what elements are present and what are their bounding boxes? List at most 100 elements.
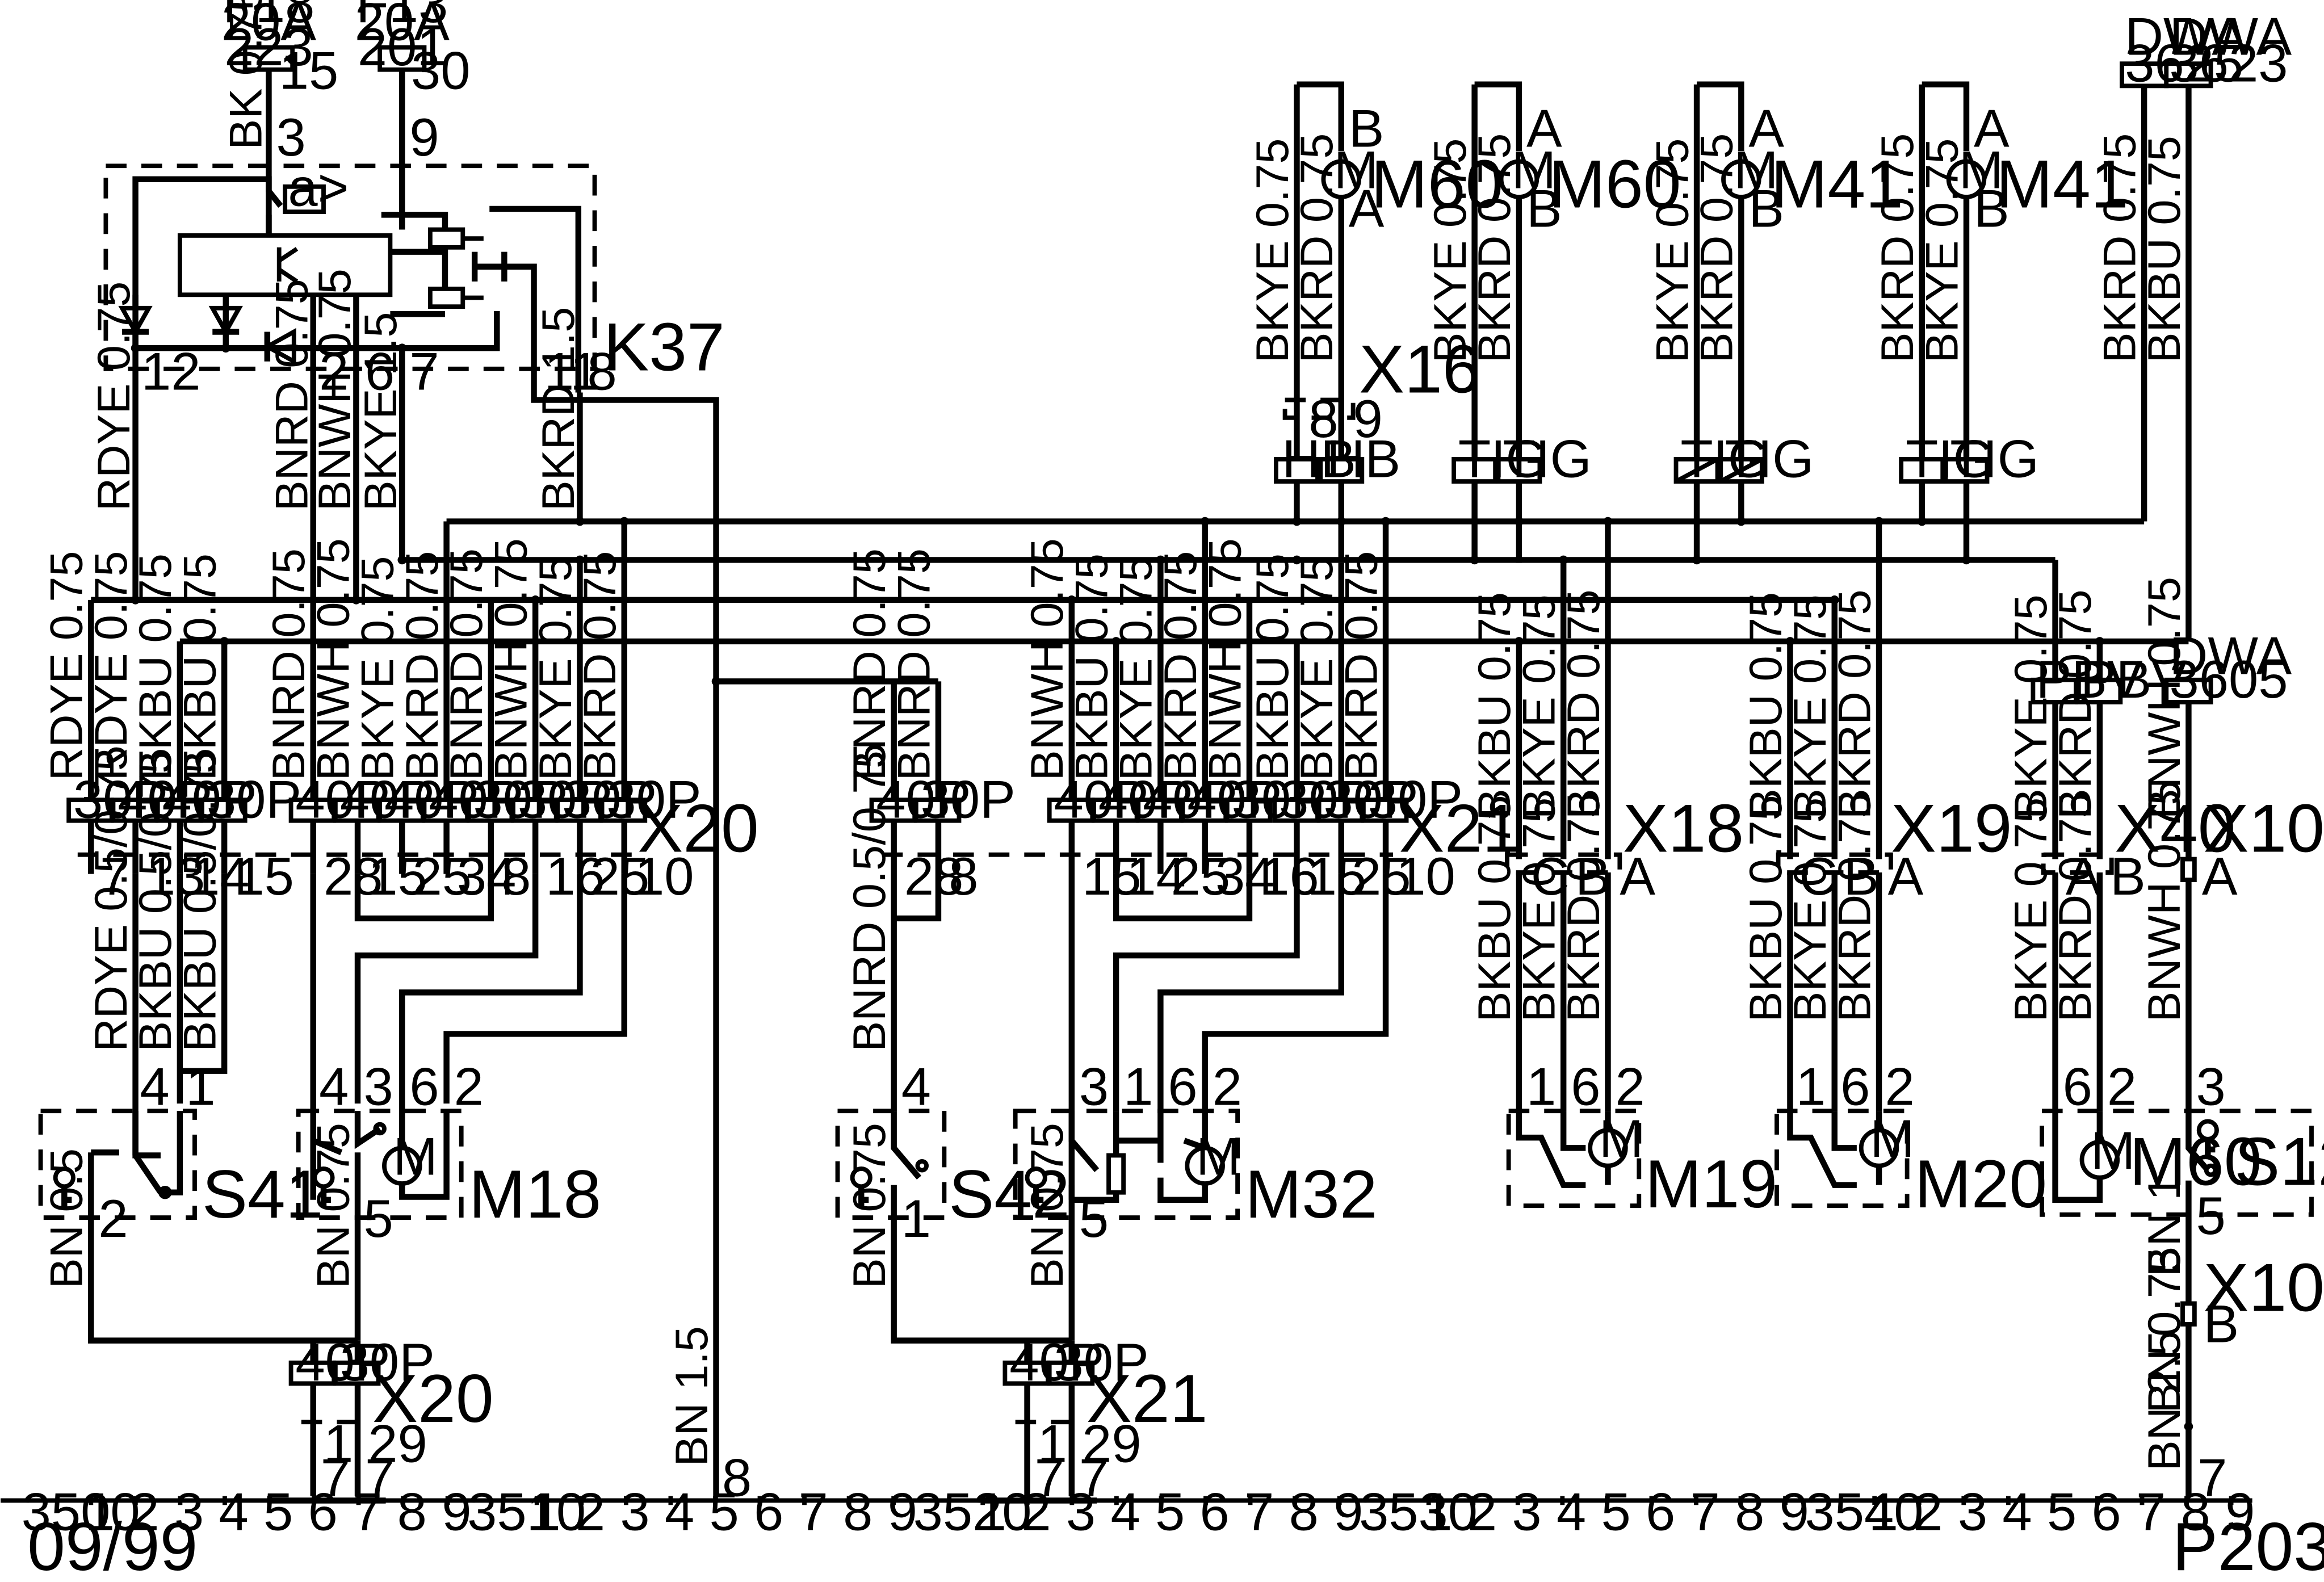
conn-type: 40P <box>1098 769 1193 829</box>
wire-label: BKYE 0.75 <box>1247 139 1298 363</box>
pin: B <box>2110 846 2146 906</box>
conn-type: 30P <box>606 769 701 829</box>
pin: 15 <box>234 846 293 906</box>
wire-label: BKBU 0.75 <box>174 553 225 780</box>
fuse-f18-name: F18 <box>223 0 315 33</box>
pin: 7 <box>365 1448 395 1508</box>
ruler-digit: 8 <box>2181 1482 2210 1542</box>
wire-label: BKBU 0.75 <box>1469 592 1520 819</box>
conn-type: 40P <box>295 769 390 829</box>
pin: 4 <box>901 1057 931 1117</box>
motor-name: M41 <box>1771 146 1903 222</box>
wire <box>2141 86 2192 641</box>
component-name: M18 <box>469 1156 601 1232</box>
connector-name: X19 <box>1891 790 2012 866</box>
pin: 1 <box>1526 1057 1556 1117</box>
fuse-f18-pin: 15 <box>279 41 338 100</box>
pin: 10 <box>635 846 694 906</box>
ruler-digit: 4 <box>1557 1482 1586 1542</box>
relay-coil <box>427 227 465 250</box>
motor-symbol: M <box>1512 140 1556 199</box>
pin: 8 <box>501 846 531 906</box>
wire-label: BKRD 0.75 <box>2050 590 2101 820</box>
footer-page-code: P2033 <box>2172 1509 2324 1582</box>
wire-label: BN 1 <box>2139 1175 2190 1277</box>
wire-label: BKYE 0.75 <box>1425 139 1476 363</box>
wire-label: BKBU 0.75 <box>1740 795 1792 1022</box>
pin: 5 <box>2196 1186 2225 1245</box>
wire-label: BKBU 0.75 <box>1247 553 1298 780</box>
wire-label: BNRD 0.75 <box>441 548 492 780</box>
wire-label: BKRD 0.75 <box>1291 133 1343 363</box>
connector-x21-left: BNRD 0.75 BNRD 0.75 40P 30P 28 8 BNRD 0.… <box>844 548 1394 1111</box>
wire-label: BN 0.75 <box>1022 1123 1073 1289</box>
wire-label: BKBU 0.75 <box>1740 592 1792 819</box>
wire-label: BKYE 0.75 <box>1785 798 1836 1022</box>
ruler-digit: 7 <box>799 1482 828 1542</box>
ruler-digit: 4 <box>2002 1482 2032 1542</box>
connector-name: X20 <box>372 1361 494 1437</box>
pin: 25 <box>1171 846 1231 906</box>
conn-type: 30P <box>1279 769 1374 829</box>
pin: 8 <box>949 846 978 906</box>
relay-pin: 12 <box>141 341 200 401</box>
wire-label: BKYE 0.75 <box>353 556 404 781</box>
top-motor-1: M B A M60 BKYE 0.75 BKRD 0.75 8 9 X16 HB… <box>1247 81 1503 563</box>
connector-x20: RDYE 0.75 RDYE 0.75 BKBU 0.75 BKBU 0.75 … <box>41 538 759 1200</box>
pin: 2 <box>1885 1057 1914 1117</box>
key-icon <box>2196 1119 2219 1157</box>
wire-label: BKRD 0.75 <box>1829 590 1880 820</box>
wire-label: BN 1.5 <box>666 1326 718 1466</box>
connector-x21: BNWH 0.75 BKBU 0.75 BKYE 0.75 BKRD 0.75 … <box>1022 538 1520 1341</box>
wire-label: BNRD 0.75 <box>263 548 314 780</box>
ruler-digit: 8 <box>397 1482 427 1542</box>
wire-label: BKYE 0.75 <box>1647 139 1698 363</box>
key-icon <box>53 1166 75 1207</box>
pin: A <box>2202 846 2238 906</box>
wire-label: RDYE 0.75 <box>86 551 137 781</box>
motor-m18: 4 3 6 2 M 5 M18 BN 0.75 <box>296 1057 601 1341</box>
connector-name: X21 <box>1087 1361 1208 1437</box>
pin: 10 <box>1396 846 1455 906</box>
ruler-digit: 5 <box>1155 1482 1185 1542</box>
pin: 28 <box>324 846 383 906</box>
wire-label: BKRD 0.75 <box>1558 590 1609 820</box>
relay-pin: 9 <box>409 107 439 167</box>
connector-label: HB <box>1327 429 1401 488</box>
ruler-digit: 8 <box>1735 1482 1764 1542</box>
ruler-digit: 7 <box>2136 1482 2166 1542</box>
wire-label: BKRD 0.75 <box>1155 551 1206 781</box>
ruler-digit: 7 <box>1690 1482 1720 1542</box>
wire-label: BKYE 0.75 <box>1291 556 1343 781</box>
relay-pin: 2 <box>319 341 349 401</box>
ruler-digit: 8 <box>843 1482 872 1542</box>
footer-date: 09/99 <box>27 1509 198 1582</box>
top-motor-2: M A B M60 BKYE 0.75 BKRD 0.75 TIG TIG <box>1425 81 1681 563</box>
trunk-wire-label: RDYE 0.75 <box>89 282 140 511</box>
dwa-label: DWA <box>2169 7 2292 66</box>
ruler-digit: 1 <box>1869 1482 1898 1542</box>
relay-k37-outline <box>103 163 597 371</box>
conn-type: 40P <box>876 769 971 829</box>
pin: 3 <box>2196 1057 2225 1117</box>
wire-label: BKRD 0.75 <box>2094 133 2145 363</box>
motor-pin: A <box>1974 98 2010 158</box>
key-icon <box>312 1166 335 1207</box>
wire-label: BNWH 0.75 <box>1022 538 1073 780</box>
trunk-wire-label: BNWH 0.75 <box>309 268 360 511</box>
pin: 7 <box>100 846 129 906</box>
wire-label: BNWH 0.75 <box>1199 538 1251 780</box>
ruler-digit: 4 <box>219 1482 248 1542</box>
connector-x20-ground: 40P 30P 1 29 7 7 X20 <box>269 1332 494 1508</box>
motor-m32: 3 1 6 2 M 5 M32 BN 0.75 <box>1013 1057 1378 1289</box>
ruler-digit: 9 <box>1780 1482 1809 1542</box>
pin: 5 <box>363 1189 393 1248</box>
ruler-digit: 2 <box>1913 1482 1943 1542</box>
motor-pin: A <box>1526 98 1562 158</box>
connector-name: X18 <box>1623 790 1744 866</box>
ruler-digit: 6 <box>1200 1482 1230 1542</box>
relay-sense-box <box>283 184 326 215</box>
connector-name: X106 <box>2204 790 2324 866</box>
pin: 6 <box>1571 1057 1600 1117</box>
